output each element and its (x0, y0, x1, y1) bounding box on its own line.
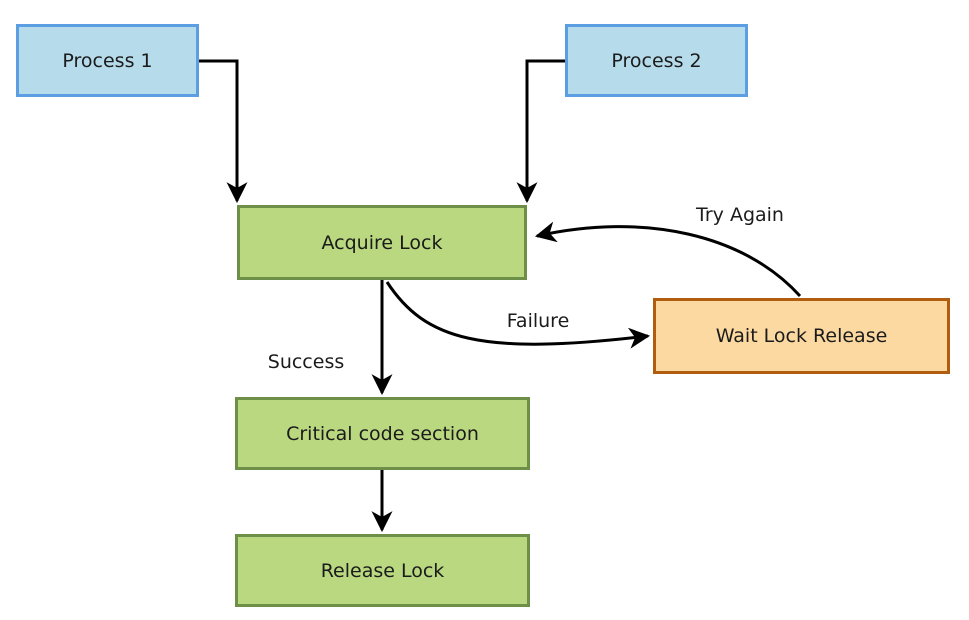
edge-process2-to-acquire (516, 59, 565, 204)
node-critical-code-section: Critical code section (235, 397, 530, 470)
edge-process1-to-acquire (199, 59, 248, 204)
node-release-lock: Release Lock (235, 534, 530, 607)
edge-label-success: Success (267, 351, 345, 373)
edge-label-failure: Failure (506, 310, 570, 332)
edge-label-try-again: Try Again (696, 204, 784, 226)
node-wait-lock-release-label: Wait Lock Release (715, 325, 888, 347)
node-wait-lock-release: Wait Lock Release (653, 298, 950, 374)
node-process-1-label: Process 1 (62, 49, 153, 72)
edge-acquire-to-wait-failure (385, 281, 651, 349)
node-process-2: Process 2 (565, 24, 748, 97)
node-acquire-lock-label: Acquire Lock (321, 231, 443, 254)
node-acquire-lock: Acquire Lock (237, 205, 527, 280)
node-critical-code-section-label: Critical code section (286, 422, 479, 445)
node-release-lock-label: Release Lock (320, 559, 445, 582)
node-process-2-label: Process 2 (611, 49, 702, 72)
node-process-1: Process 1 (16, 24, 199, 97)
edge-wait-to-acquire-try-again (534, 221, 802, 298)
